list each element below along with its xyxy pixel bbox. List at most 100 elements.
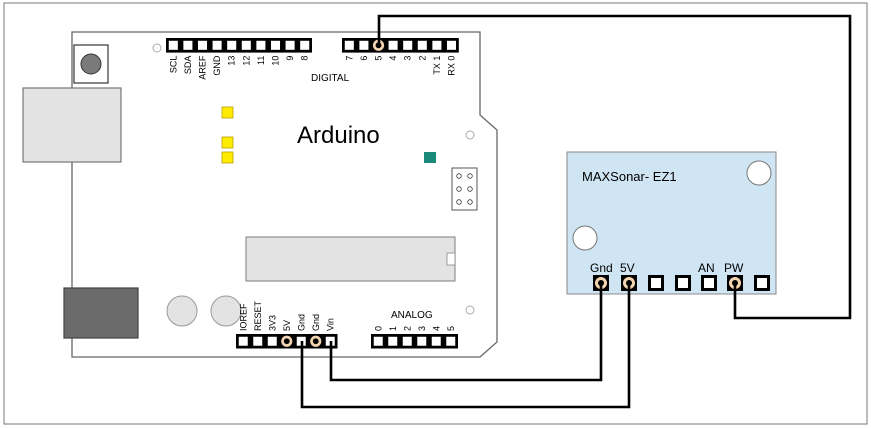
chip-notch [446, 252, 456, 266]
capacitor [210, 295, 242, 327]
pin-label: 4 [388, 56, 398, 61]
pin-socket [183, 40, 193, 50]
wires [300, 14, 852, 409]
pin-label: SCL [168, 56, 178, 74]
header-body [371, 334, 458, 349]
pin-label: 3 [417, 326, 427, 331]
pin-label: SDA [183, 56, 193, 75]
pin-socket [417, 40, 427, 50]
pin-label: 9 [285, 56, 295, 61]
pin-socket [446, 40, 457, 50]
mounting-hole [465, 305, 475, 315]
pin-label: GND [212, 55, 222, 76]
wire-gnd [329, 283, 603, 382]
pin-socket [344, 40, 354, 50]
analog-label: ANALOG [391, 310, 433, 321]
sensor-pin-label-pw: PW [724, 261, 744, 275]
pin-socket [253, 336, 263, 346]
icsp-pin [456, 173, 462, 179]
wire-pw-to-pin5 [377, 14, 852, 320]
pin-socket [256, 40, 266, 50]
header-body [342, 38, 459, 53]
pin-label: 12 [241, 56, 251, 66]
pin-socket [267, 336, 277, 346]
microcontroller-chip [245, 236, 456, 282]
led [221, 106, 234, 119]
pin-label: 6 [359, 56, 369, 61]
sensor-mounting-hole [746, 160, 772, 186]
pin-socket [757, 278, 767, 288]
maxsonar-board [566, 151, 777, 295]
pin-label: Gnd [296, 314, 306, 331]
pin-label: RESET [253, 300, 263, 331]
pin-socket [241, 40, 251, 50]
sensor-pin-label-an: AN [698, 261, 715, 275]
icsp-header [451, 167, 478, 211]
pin-label: 4 [431, 326, 441, 331]
pin-label: RX 0 [447, 56, 457, 76]
pin-socket [403, 40, 413, 50]
sensor-title: MAXSonar- EZ1 [582, 169, 677, 184]
pin-label: 3 [403, 56, 413, 61]
mounting-hole [465, 130, 475, 140]
pin-socket [388, 40, 398, 50]
pin-socket [168, 40, 178, 50]
pin-socket [359, 40, 369, 50]
reset-button-cap [80, 53, 102, 75]
pin-label: 3V3 [267, 315, 277, 331]
digital-label: DIGITAL [311, 73, 350, 84]
pin-label: 2 [402, 326, 412, 331]
pin-label: 5V [282, 320, 292, 331]
sensor-pin-label-5v: 5V [620, 261, 635, 275]
sensor-pin-label-gnd: Gnd [590, 261, 613, 275]
pin-socket [285, 40, 295, 50]
pin-label: 10 [271, 56, 281, 66]
pin-contact [283, 338, 290, 345]
pin-socket [300, 40, 310, 50]
pin-socket [432, 40, 442, 50]
led [221, 151, 234, 164]
wire-5v [300, 283, 631, 409]
pin-socket [212, 40, 222, 50]
pin-socket [238, 336, 248, 346]
pin-label: Gnd [311, 314, 321, 331]
pin-label: 2 [417, 56, 427, 61]
icsp-pin [467, 186, 473, 192]
icsp-pin [467, 199, 473, 205]
led [221, 136, 234, 149]
pin-label: Vin [325, 318, 335, 331]
pin-label: TX 1 [432, 56, 442, 75]
pin-socket [402, 336, 412, 346]
pin-socket [227, 40, 237, 50]
pin-socket [446, 336, 456, 346]
usb-connector [22, 87, 122, 163]
pin-label: 11 [256, 56, 266, 65]
sensor-mounting-hole [572, 225, 598, 251]
pin-socket [270, 40, 281, 50]
pin-socket [678, 278, 688, 288]
pin-socket [651, 278, 661, 288]
pin-label: 7 [344, 56, 354, 61]
power-jack [63, 287, 139, 339]
small-chip [424, 152, 436, 163]
capacitor [166, 295, 198, 327]
pin-socket [431, 336, 441, 346]
pin-label: 0 [373, 326, 383, 331]
arduino-title: Arduino [297, 122, 380, 149]
pin-socket [388, 336, 398, 346]
pin-contact [312, 338, 319, 345]
mounting-hole [152, 43, 162, 53]
pin-label: 8 [300, 56, 310, 61]
pin-socket [373, 336, 383, 346]
pin-label: AREF [198, 55, 208, 80]
pin-label: 1 [388, 326, 398, 331]
icsp-pin [456, 199, 462, 205]
pin-label: 5 [446, 326, 456, 331]
pin-label: 5 [374, 56, 384, 61]
pin-label: 13 [227, 56, 237, 66]
